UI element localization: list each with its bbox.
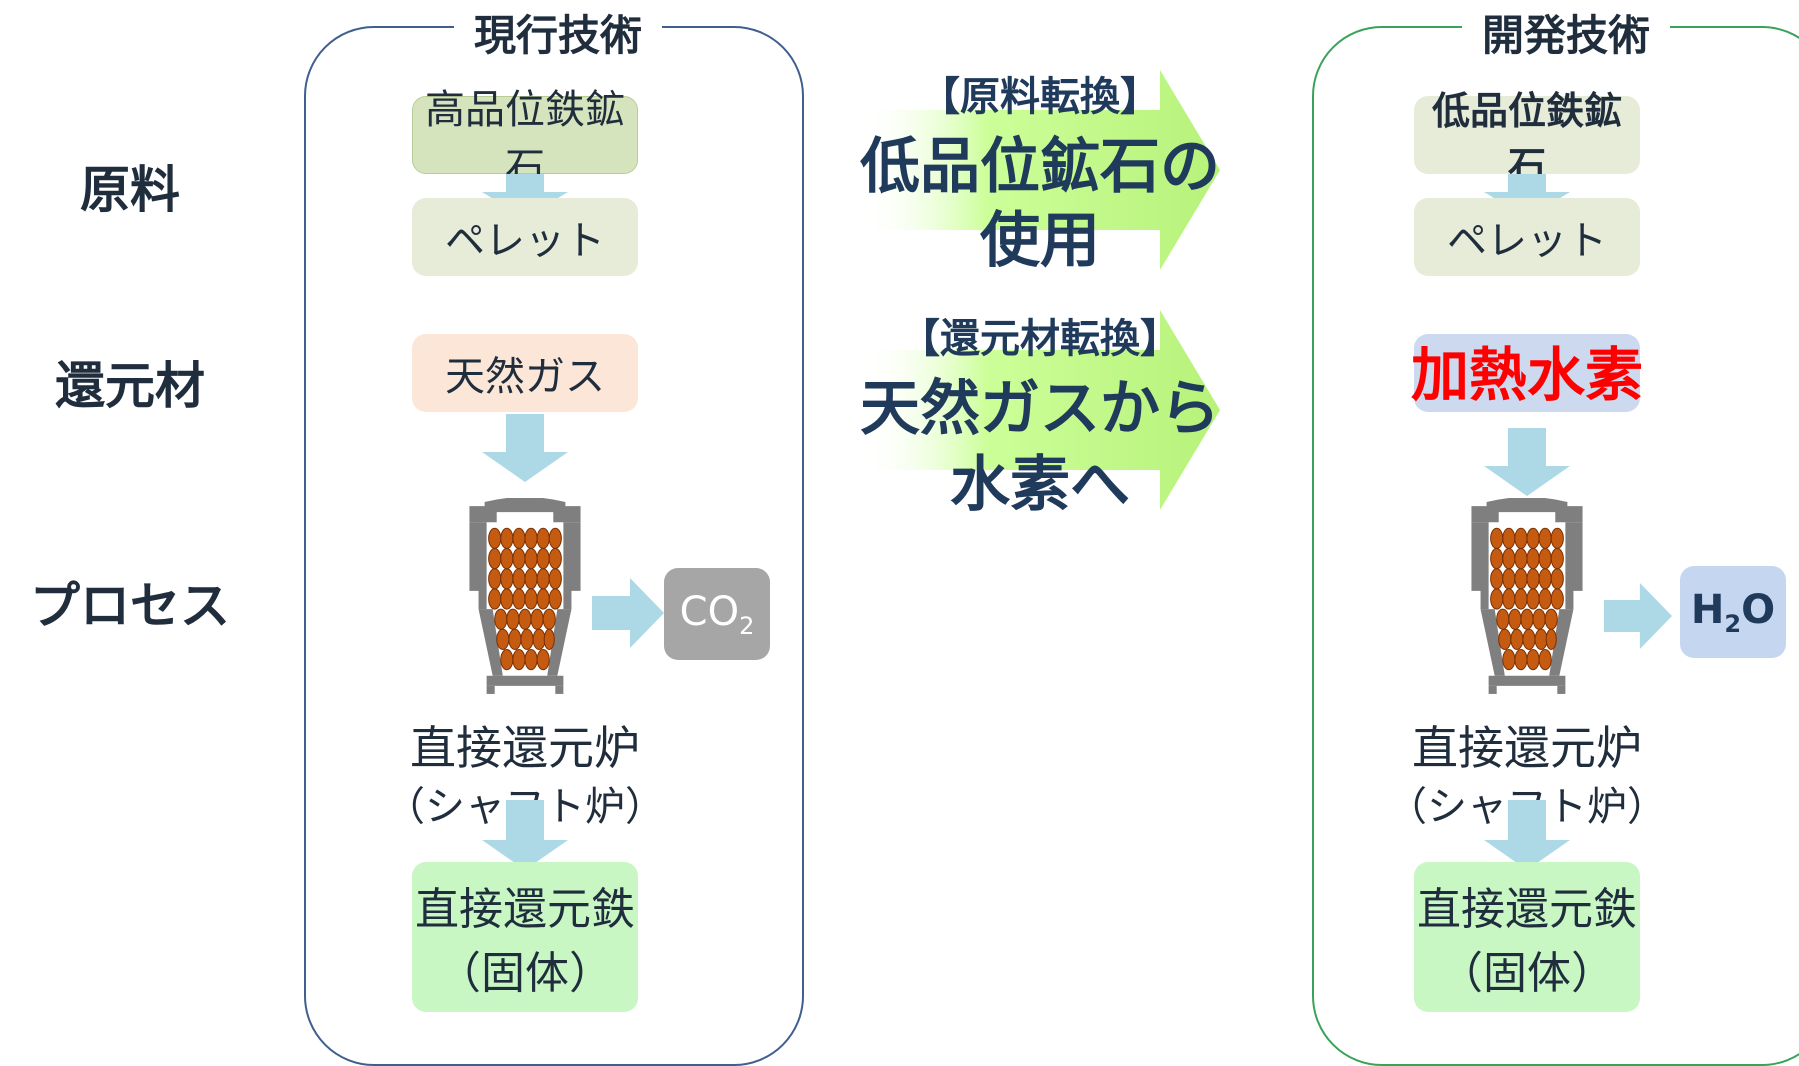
h2o-emission-box: H2O [1680, 566, 1786, 658]
current-product-line1: 直接還元鉄 [415, 884, 635, 935]
current-ore-down-arrow [482, 174, 568, 218]
developed-pellet-box: ペレット [1414, 198, 1640, 276]
current-emission-right-arrow [592, 578, 664, 648]
developed-hydrogen-box [1414, 334, 1640, 412]
developed-shaft-furnace-icon [1470, 498, 1584, 695]
current-furnace-caption-line1: 直接還元炉 [410, 721, 640, 775]
co2-label: CO2 [679, 588, 755, 640]
developed-technology-title: 開発技術 [1462, 10, 1670, 62]
reductant-conversion-arrow [860, 310, 1220, 510]
developed-ore-down-arrow [1484, 174, 1570, 218]
row-label-raw-material: 原料 [80, 161, 180, 219]
developed-emission-right-arrow [1604, 582, 1672, 650]
current-product-box: 直接還元鉄 （固体） [412, 862, 638, 1012]
developed-pellet-label: ペレット [1447, 218, 1607, 264]
developed-product-box: 直接還元鉄 （固体） [1414, 862, 1640, 1012]
current-technology-title: 現行技術 [454, 10, 662, 62]
developed-product-line1: 直接還元鉄 [1417, 884, 1637, 935]
current-pellet-label: ペレット [445, 218, 605, 264]
raw-material-conversion-arrow [860, 70, 1220, 270]
developed-hydrogen-down-arrow [1484, 428, 1570, 496]
raw-conversion-line1: 低品位鉱石の [860, 132, 1220, 202]
developed-product-down-arrow [1484, 800, 1570, 870]
co2-emission-box: CO2 [664, 568, 770, 660]
current-product-line2: （固体） [437, 948, 613, 999]
current-ore-box: 高品位鉄鉱石 [412, 87, 638, 191]
developed-ore-box: 低品位鉄鉱石 [1414, 89, 1640, 188]
developed-product-line2: （固体） [1439, 948, 1615, 999]
current-shaft-furnace-icon [468, 498, 582, 695]
h2o-label: H2O [1690, 586, 1776, 638]
reductant-conversion-line1: 天然ガスから [860, 374, 1220, 444]
developed-furnace-caption-line1: 直接還元炉 [1412, 721, 1642, 775]
current-product-down-arrow [482, 800, 568, 870]
current-gas-down-arrow [482, 414, 568, 482]
reductant-conversion-heading: 【還元材転換】 [900, 316, 1180, 362]
current-natural-gas-box: 天然ガス [412, 334, 638, 412]
row-label-process: プロセス [30, 577, 230, 635]
developed-hydrogen-label: 加熱水素 [1410, 341, 1643, 409]
reductant-conversion-line2: 水素へ [950, 450, 1130, 520]
raw-conversion-heading: 【原料転換】 [920, 74, 1160, 120]
current-natural-gas-label: 天然ガス [445, 354, 605, 400]
current-pellet-box: ペレット [412, 198, 638, 276]
row-label-reductant: 還元材 [55, 357, 205, 415]
raw-conversion-line2: 使用 [980, 206, 1100, 276]
